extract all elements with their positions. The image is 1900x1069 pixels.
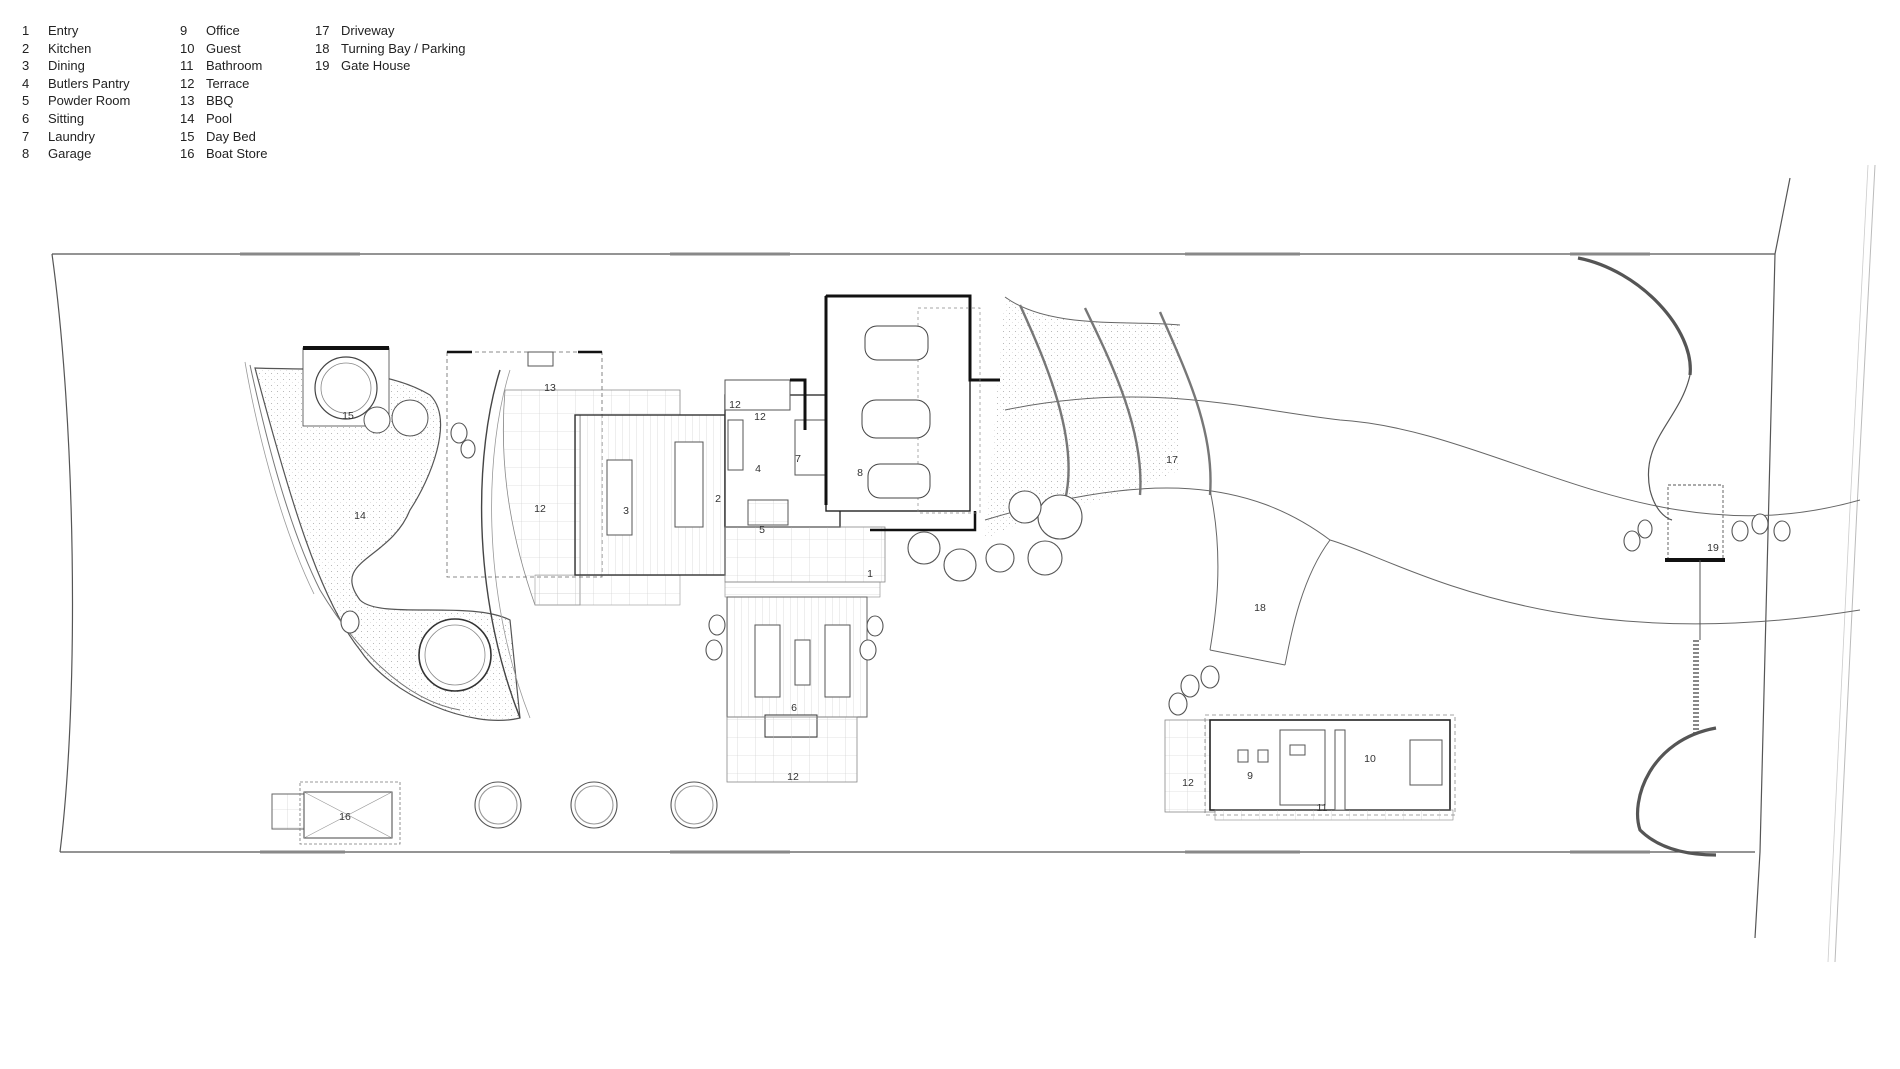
legend-number: 7 <box>22 128 30 144</box>
room-label: 14 <box>354 510 366 522</box>
legend-number: 14 <box>180 111 195 126</box>
legend-item: 17 Driveway <box>315 22 394 40</box>
legend-number: 1 <box>22 23 30 38</box>
room-label: 7 <box>795 453 801 465</box>
legend-item: 18 Turning Bay / Parking <box>315 40 466 58</box>
legend-number: 15 <box>180 128 195 144</box>
legend-number: 2 <box>22 40 30 56</box>
room-label: 10 <box>1364 753 1376 765</box>
property-boundary <box>51 164 1876 963</box>
legend-item: 13 BBQ <box>180 92 233 110</box>
room-label: 15 <box>342 410 354 422</box>
main-house <box>574 294 1000 783</box>
legend-label: Bathroom <box>206 58 263 74</box>
legend-item: 6 Sitting <box>22 110 84 128</box>
legend-label: Powder Room <box>48 93 131 109</box>
legend-label: BBQ <box>206 93 234 109</box>
legend-label: Sitting <box>48 111 85 126</box>
legend-label: Office <box>206 23 240 38</box>
room-label: 18 <box>1254 602 1266 614</box>
driveway <box>984 296 1861 666</box>
legend-number: 10 <box>180 40 195 56</box>
pool-area <box>244 346 531 721</box>
room-label: 5 <box>759 524 765 536</box>
room-label: 12 <box>1182 777 1194 789</box>
room-label: 4 <box>755 463 761 475</box>
room-label: 17 <box>1166 454 1178 466</box>
room-label: 9 <box>1247 770 1253 782</box>
room-label: 12 <box>534 503 546 515</box>
landscaping <box>340 422 1791 829</box>
legend-number: 9 <box>180 23 188 38</box>
legend-label: Boat Store <box>206 146 268 162</box>
legend-label: Guest <box>206 40 241 56</box>
legend-number: 4 <box>22 75 30 91</box>
legend-number: 3 <box>22 58 30 74</box>
legend-item: 14 Pool <box>180 110 232 128</box>
legend-label: Butlers Pantry <box>48 75 130 91</box>
legend-item: 3 Dining <box>22 57 85 75</box>
legend-item: 16 Boat Store <box>180 145 267 163</box>
room-label: 12 <box>754 411 766 423</box>
legend-number: 16 <box>180 146 195 162</box>
room-labels: 1 2 3 4 5 6 7 8 9 10 11 12 12 12 12 12 1… <box>339 382 1719 823</box>
room-label: 2 <box>715 493 721 505</box>
room-label: 16 <box>339 811 351 823</box>
legend-number: 11 <box>180 58 194 74</box>
legend-item: 15 Day Bed <box>180 128 256 146</box>
legend-label: Turning Bay / Parking <box>341 40 466 56</box>
room-label: 3 <box>623 505 629 517</box>
guest-wing <box>1164 714 1456 821</box>
room-label: 19 <box>1707 542 1719 554</box>
legend-number: 12 <box>180 75 195 91</box>
legend-number: 13 <box>180 93 195 109</box>
legend-label: Dining <box>48 58 85 74</box>
legend-label: Entry <box>48 23 79 38</box>
legend-item: 10 Guest <box>180 40 241 58</box>
legend-label: Driveway <box>341 23 395 38</box>
legend-label: Laundry <box>48 128 95 144</box>
boat-store <box>271 781 401 845</box>
legend-label: Pool <box>206 111 233 126</box>
gate-house <box>1577 256 1725 857</box>
room-label: 8 <box>857 467 863 479</box>
legend-item: 5 Powder Room <box>22 92 130 110</box>
legend-item: 1 Entry <box>22 22 78 40</box>
room-label: 12 <box>729 399 741 411</box>
legend-item: 19 Gate House <box>315 57 410 75</box>
legend-number: 18 <box>315 40 330 56</box>
room-label: 11 <box>1317 802 1328 814</box>
legend-number: 5 <box>22 93 30 109</box>
legend-item: 12 Terrace <box>180 75 249 93</box>
legend-number: 17 <box>315 23 330 38</box>
room-label: 1 <box>867 568 873 580</box>
legend-item: 11 Bathroom <box>180 57 262 75</box>
legend-item: 2 Kitchen <box>22 40 91 58</box>
legend-item: 4 Butlers Pantry <box>22 75 130 93</box>
legend-label: Gate House <box>341 58 411 74</box>
room-label: 13 <box>544 382 556 394</box>
legend-item: 9 Office <box>180 22 240 40</box>
legend-label: Kitchen <box>48 40 92 56</box>
legend-label: Terrace <box>206 75 250 91</box>
legend-number: 6 <box>22 111 30 126</box>
legend-item: 8 Garage <box>22 145 91 163</box>
legend-label: Garage <box>48 146 92 162</box>
legend-number: 8 <box>22 146 30 162</box>
legend-item: 7 Laundry <box>22 128 95 146</box>
room-label: 12 <box>787 771 799 783</box>
room-label: 6 <box>791 702 797 714</box>
terrace-bbq <box>446 350 681 606</box>
legend-label: Day Bed <box>206 128 256 144</box>
legend-number: 19 <box>315 58 330 74</box>
